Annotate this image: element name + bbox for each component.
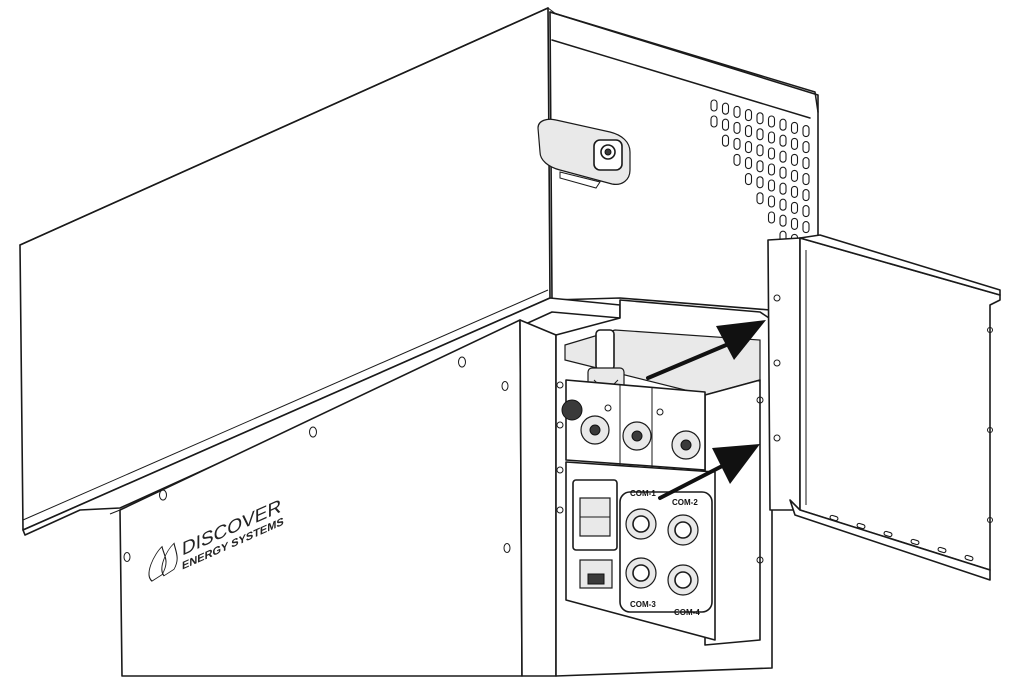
arrow-icon [712,444,760,484]
vent-slot [779,214,787,227]
com-port-4: COM-4 [667,564,700,617]
vent-slot [733,105,741,118]
cover-slot [937,546,947,554]
vent-slot [767,147,776,160]
com-port-2: COM-2 [667,498,699,546]
vent-slot [779,134,787,147]
vent-slot [790,185,799,198]
vent-slot [744,109,753,122]
vent-slot [767,131,776,144]
vent-slot [756,192,764,205]
vent-slot [721,102,730,115]
cover-slot [910,538,920,546]
insertion-arrows [646,320,766,500]
vent-slot [802,173,810,186]
side-cover-panel [767,234,1001,581]
com-port-1: COM-1 [625,489,657,540]
vent-slot [710,115,718,128]
lower-cabinet [109,319,557,677]
discover-logo-icon [148,542,178,582]
com-3-label: COM-3 [630,600,656,609]
vent-slot [779,198,787,211]
cover-slot [964,554,974,562]
com-port-block: COM-1 COM-2 COM-3 COM-4 [619,489,713,617]
vent-slot [744,125,753,138]
connection-bay: COM-1 COM-2 COM-3 COM-4 [555,299,773,677]
vent-slot [744,157,753,170]
power-terminal [561,399,701,460]
vent-slot [802,157,810,170]
vent-slot [756,160,764,173]
vent-slot [790,137,799,150]
vent-slot [756,176,764,189]
vent-slots [710,99,810,266]
vent-slot [721,134,730,147]
arrow-icon [716,320,766,360]
com-port-3: COM-3 [625,557,657,609]
vent-slot [790,121,799,134]
vent-slot [733,153,741,166]
vent-slot [756,112,764,125]
cover-slots [829,514,974,562]
vent-slot [767,179,776,192]
vent-slot [790,217,799,230]
lock-latch-icon [537,118,631,189]
cover-slot [856,522,866,530]
vent-slot [767,195,776,208]
vent-slot [779,118,787,131]
vent-slot [790,201,799,214]
vent-slot [779,182,787,195]
vent-slot [733,137,741,150]
vent-slot [790,169,799,182]
vent-slot [721,118,730,131]
com-1-label: COM-1 [630,489,656,498]
vent-slot [744,173,753,186]
vent-slot [756,144,764,157]
vent-slot [802,189,810,202]
vent-slot [802,141,810,154]
vent-slot [802,221,810,234]
vent-slot [802,205,810,218]
com-4-label: COM-4 [674,608,700,617]
vent-slot [744,141,753,154]
vent-slot [779,166,787,179]
vent-slot [710,99,718,112]
com-2-label: COM-2 [672,498,698,507]
vent-slot [756,128,764,141]
cover-slot [883,530,893,538]
vent-slot [779,150,787,163]
cover-slot [829,514,839,522]
vent-slot [767,163,776,176]
power-switch [572,479,618,589]
vent-slot [733,121,741,134]
vent-slot [790,153,799,166]
vent-slot [767,211,776,224]
vent-slot [767,115,776,128]
vent-slot [802,125,810,138]
